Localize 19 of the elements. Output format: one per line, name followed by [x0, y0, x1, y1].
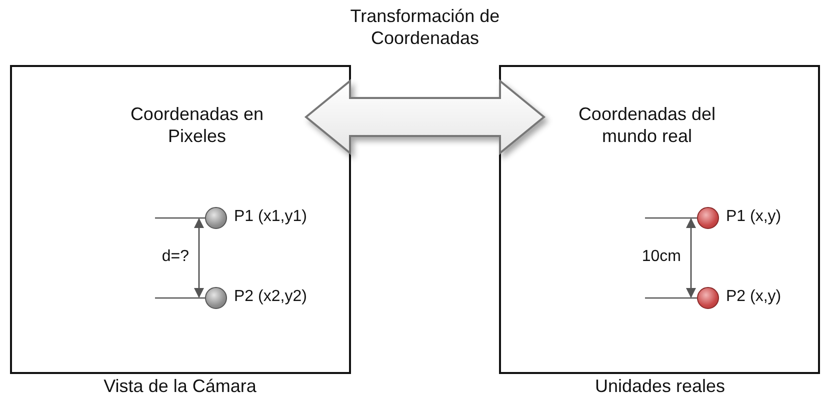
point-label: P1 (x,y) — [726, 208, 782, 226]
panel-heading: Coordenadas del mundo real — [577, 103, 717, 147]
point-marker — [697, 287, 719, 309]
point-marker — [205, 287, 227, 309]
double-headed-arrow — [194, 218, 204, 298]
view-panel — [10, 65, 351, 374]
point-marker — [205, 207, 227, 229]
point-label: P2 (x,y) — [726, 288, 782, 306]
point-label: P2 (x2,y2) — [234, 288, 307, 306]
view-panel — [499, 65, 820, 374]
edge-label: d=? — [162, 248, 189, 266]
point-marker — [697, 207, 719, 229]
panel-caption: Unidades reales — [594, 376, 726, 397]
double-arrow — [304, 78, 546, 156]
edge-label: 10cm — [642, 248, 681, 266]
panel-caption: Vista de la Cámara — [102, 376, 258, 397]
point-label: P1 (x1,y1) — [234, 208, 307, 226]
panel-heading: Coordenadas en Pixeles — [129, 103, 265, 147]
double-headed-arrow — [686, 218, 696, 298]
